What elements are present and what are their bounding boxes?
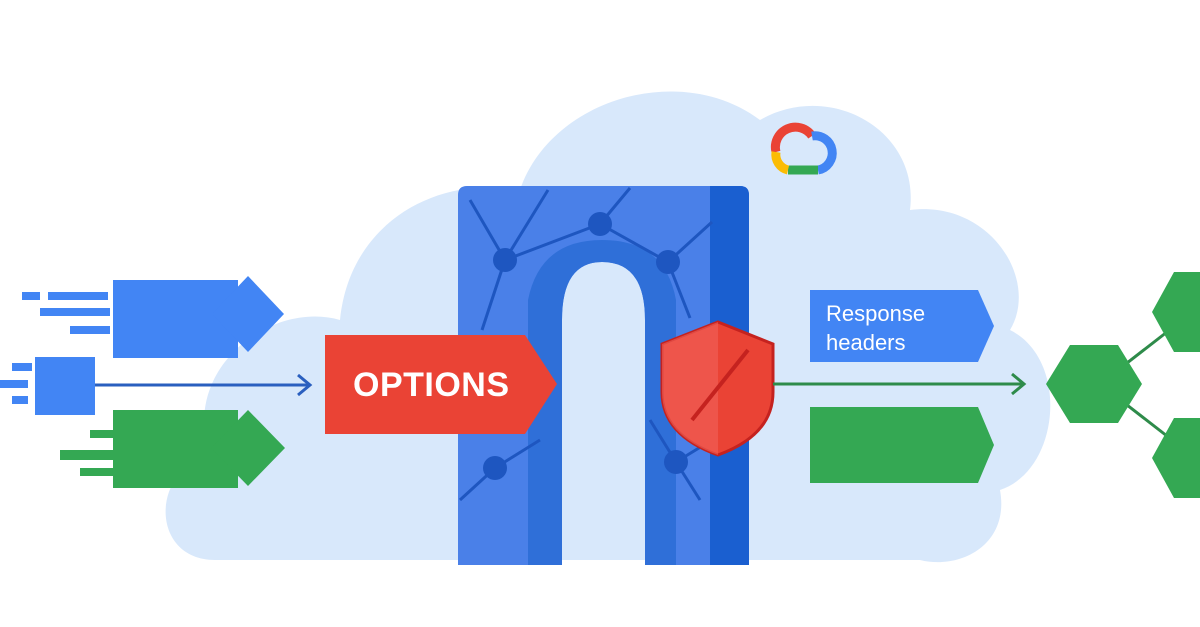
- request-arrow: [95, 373, 313, 397]
- response-body-tag: [810, 407, 994, 483]
- response-headers-line1: Response: [826, 301, 925, 326]
- response-headers-line2: headers: [826, 330, 906, 355]
- response-headers-tag: Response headers: [810, 290, 994, 362]
- options-request-tag: OPTIONS: [325, 335, 557, 434]
- hexagon-network-icon: [1046, 272, 1200, 498]
- google-cloud-logo-icon: [770, 122, 837, 175]
- response-arrow: [773, 372, 1027, 396]
- request-origin-square: [35, 357, 95, 415]
- diamond-icon-green: [211, 410, 285, 486]
- diamond-icon-blue: [212, 276, 284, 352]
- incoming-speed-lines: [0, 292, 110, 404]
- options-label: OPTIONS: [353, 366, 510, 404]
- incoming-speed-lines-green: [60, 430, 130, 476]
- blocked-shield-icon: [660, 320, 775, 457]
